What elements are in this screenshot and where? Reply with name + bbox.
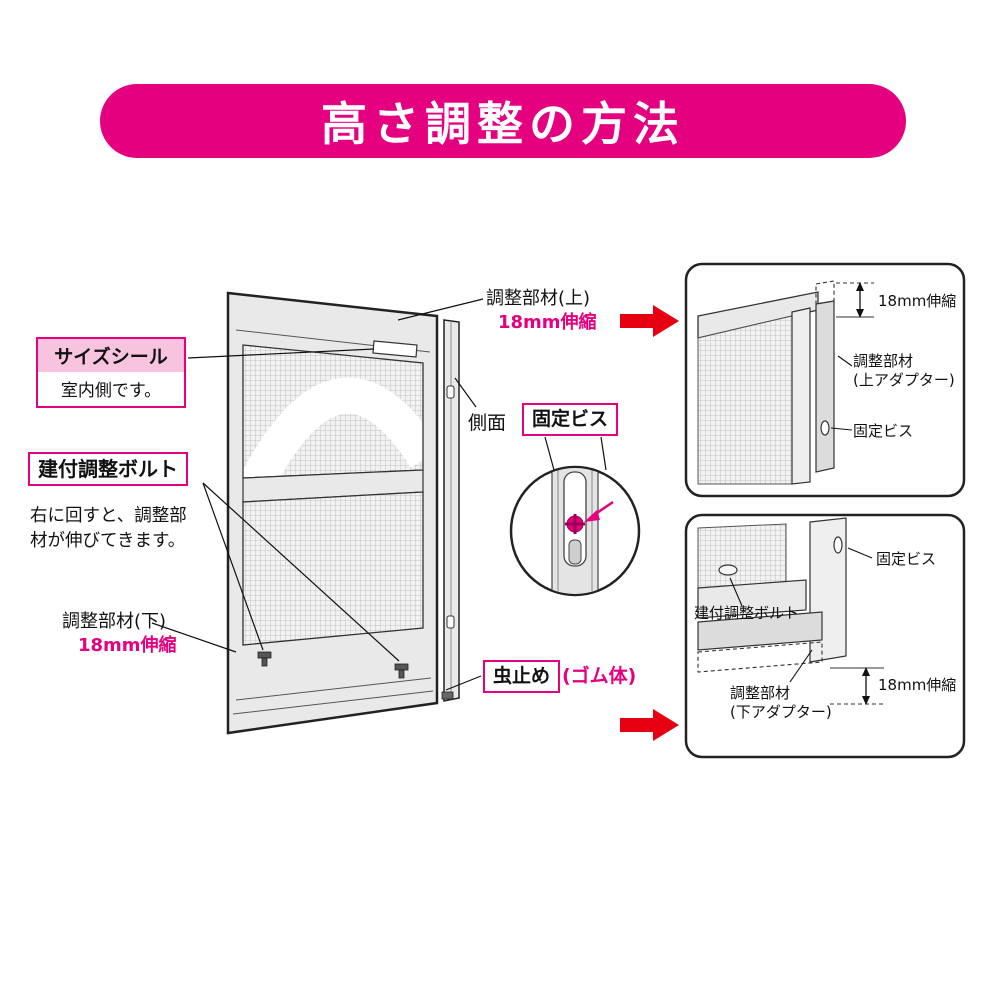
size-seal-callout: サイズシール 室内側です。 xyxy=(36,337,186,408)
panel-bottom-bolt-label: 建付調整ボルト xyxy=(694,604,800,622)
adjust-upper-range: 18mm伸縮 xyxy=(498,312,597,333)
adjust-lower-range: 18mm伸縮 xyxy=(78,635,177,656)
side-strip xyxy=(441,319,460,702)
panel-bottom-screw xyxy=(833,536,843,554)
fitting-bolt-heads xyxy=(257,651,409,679)
side-face-label: 側面 xyxy=(468,412,507,434)
panel-bottom-art xyxy=(684,513,966,759)
panel-bottom-adjuster-label: 調整部材 (下アダプター) xyxy=(730,684,832,721)
adjust-upper-label: 調整部材(上) xyxy=(486,288,591,309)
panel-bottom-screw-label: 固定ビス xyxy=(876,550,937,568)
leader-lines xyxy=(151,298,607,691)
red-arrow-top xyxy=(620,305,679,337)
bug-stop-sub-label: (ゴム体) xyxy=(562,665,637,687)
panel-bottom-range-label: 18mm伸縮 xyxy=(878,676,957,694)
indoor-side-label: 室内側です。 xyxy=(60,381,162,401)
bug-stop-rubber xyxy=(441,691,454,700)
fixing-screw-label: 固定ビス xyxy=(522,403,619,436)
bug-stop-label: 虫止め xyxy=(483,660,561,693)
title-banner: 高さ調整の方法 xyxy=(100,84,906,158)
page-title: 高さ調整の方法 xyxy=(321,97,685,151)
red-arrow-bottom xyxy=(620,709,679,741)
adjust-lower-label: 調整部材(下) xyxy=(62,611,167,632)
fitting-bolt-label: 建付調整ボルト xyxy=(28,452,188,486)
panel-top-adjuster-label: 調整部材 (上アダプター) xyxy=(853,352,955,389)
screw-icon xyxy=(565,514,585,534)
panel-top-screw xyxy=(820,420,830,436)
panel-top-art xyxy=(684,262,966,498)
panel-top-range-label: 18mm伸縮 xyxy=(878,292,957,310)
panel-bottom-bolt-head xyxy=(718,564,738,576)
fitting-bolt-note: 右に回すと、調整部 材が伸びてきます。 xyxy=(30,506,187,552)
screen-drawing xyxy=(226,291,460,735)
panel-top-screw-label: 固定ビス xyxy=(853,422,914,440)
screw-detail-circle xyxy=(509,465,641,597)
size-seal-label: サイズシール xyxy=(38,339,184,372)
